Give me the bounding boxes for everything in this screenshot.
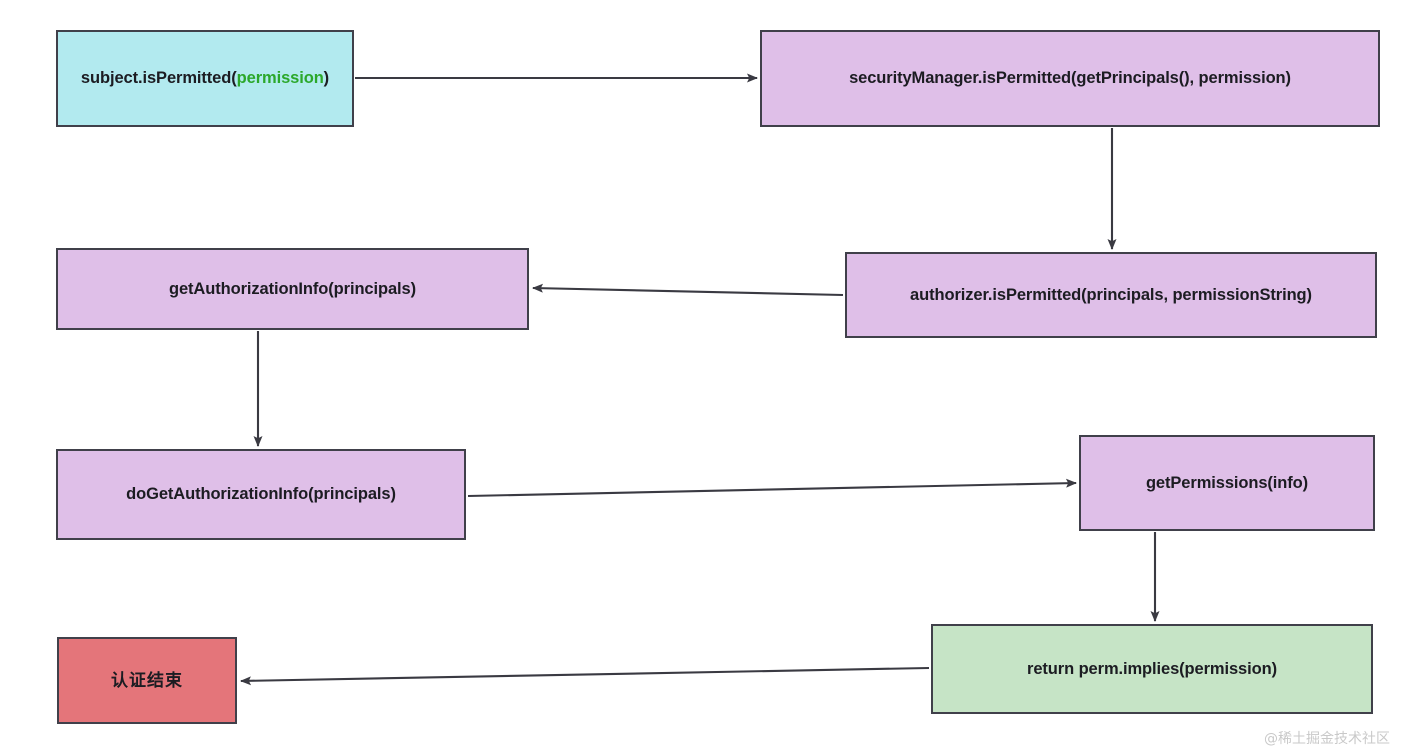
label-suffix: ) xyxy=(323,69,330,88)
node-label: getAuthorizationInfo(principals) xyxy=(168,279,417,298)
node-label: doGetAuthorizationInfo(principals) xyxy=(126,485,396,504)
node-security-manager-is-permitted[interactable]: securityManager.isPermitted(getPrincipal… xyxy=(760,30,1380,127)
node-label: authorizer.isPermitted(principals, permi… xyxy=(910,285,1312,304)
node-label: getPermissions(info) xyxy=(1145,473,1309,492)
node-label: return perm.implies(permission) xyxy=(1027,659,1277,678)
node-return-perm-implies[interactable]: return perm.implies(permission) xyxy=(931,624,1373,714)
label-highlight: permission xyxy=(236,69,324,88)
node-auth-end[interactable]: 认证结束 xyxy=(57,637,237,724)
edge-authorizer-is-permitted-to-get-authorization-info xyxy=(532,283,844,297)
node-get-authorization-info[interactable]: getAuthorizationInfo(principals) xyxy=(56,248,529,330)
node-label: securityManager.isPermitted(getPrincipal… xyxy=(849,69,1291,88)
node-do-get-authorization-info[interactable]: doGetAuthorizationInfo(principals) xyxy=(56,449,466,540)
label-prefix: subject.isPermitted( xyxy=(80,69,237,88)
node-label: 认证结束 xyxy=(111,670,183,690)
edge-do-get-authorization-info-to-get-permissions xyxy=(467,478,1077,498)
node-authorizer-is-permitted[interactable]: authorizer.isPermitted(principals, permi… xyxy=(845,252,1377,338)
node-get-permissions[interactable]: getPermissions(info) xyxy=(1079,435,1375,531)
node-subject-is-permitted[interactable]: subject.isPermitted(permission) xyxy=(56,30,354,127)
watermark: @稀土掘金技术社区 xyxy=(1264,731,1390,747)
edge-return-perm-implies-to-auth-end xyxy=(240,666,930,686)
node-label: subject.isPermitted(permission) xyxy=(81,68,329,89)
